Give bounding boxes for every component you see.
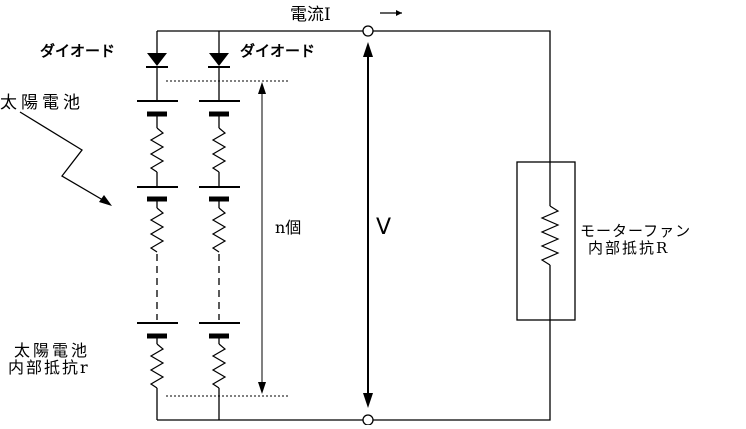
motor-label-line1: モーターファン	[580, 222, 691, 240]
bottom-terminal	[362, 414, 374, 426]
internal-label-line2: 内部抵抗r	[8, 358, 90, 377]
internal-label-line1: 太陽電池	[14, 341, 90, 360]
right-cell-string	[199, 31, 240, 420]
top-wire	[157, 30, 551, 162]
top-terminal	[362, 25, 374, 37]
diode-right-label: ダイオード	[240, 42, 315, 60]
left-diode-icon	[146, 53, 168, 68]
current-arrow-icon	[380, 10, 402, 16]
right-diode-icon	[208, 53, 230, 68]
left-cell-string	[137, 31, 178, 420]
count-label: n個	[275, 218, 301, 237]
motor-label-line2: 内部抵抗R	[588, 239, 669, 257]
diode-left-label: ダイオード	[40, 42, 115, 60]
current-label: 電流I	[290, 5, 331, 25]
sunlight-arrow-icon	[19, 111, 112, 206]
voltage-arrow-icon	[363, 42, 373, 408]
solar-cell-label: 太陽電池	[0, 93, 84, 113]
voltage-label: V	[376, 215, 391, 240]
count-arrow-icon	[258, 82, 266, 394]
motor-fan-resistor	[516, 161, 576, 321]
bottom-wire	[157, 320, 551, 421]
